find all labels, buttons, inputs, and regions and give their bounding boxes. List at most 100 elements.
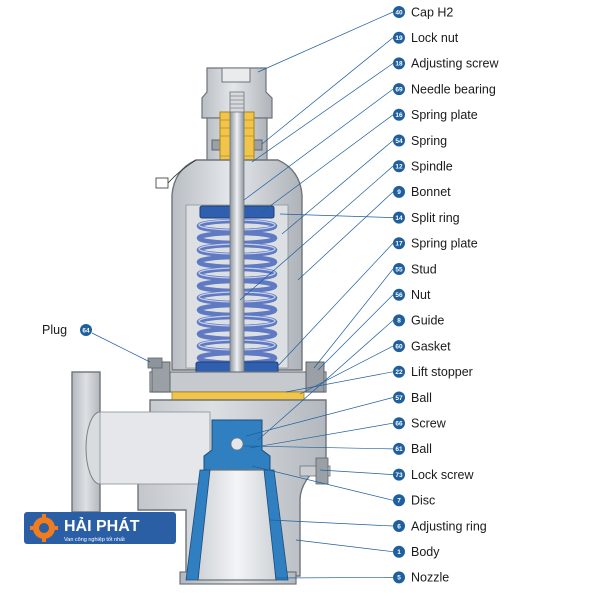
leader-line <box>257 11 394 73</box>
part-number: 57 <box>395 395 403 402</box>
leader-line <box>245 397 394 437</box>
part-item: 5 Nozzle <box>393 571 449 585</box>
part-badge <box>393 391 405 404</box>
leader-line <box>297 191 394 281</box>
part-label: Stud <box>411 262 437 276</box>
part-number: 66 <box>395 421 403 428</box>
part-badge <box>393 365 405 378</box>
gear-icon <box>30 514 58 542</box>
seal-tag <box>155 177 169 189</box>
part-badge <box>393 571 405 584</box>
leader-line <box>313 268 394 369</box>
lock-screw-nut <box>315 457 329 485</box>
leader-line <box>251 465 394 501</box>
part-label: Lift stopper <box>411 365 473 379</box>
part-badge <box>393 160 405 173</box>
part-badge <box>393 520 405 532</box>
part-number: 16 <box>395 112 403 119</box>
logo-tagline: Van công nghiệp tốt nhất <box>64 537 125 543</box>
part-number: 73 <box>395 472 403 479</box>
nozzle <box>197 469 277 581</box>
part-badge <box>393 83 405 96</box>
logo-brand: HẢI PHÁT <box>64 516 140 535</box>
part-number: 5 <box>397 575 401 582</box>
plug <box>147 357 163 369</box>
part-label: Nozzle <box>411 571 449 585</box>
part-item: 18 Adjusting screw <box>393 57 500 71</box>
logo-background <box>24 512 176 544</box>
leader-line <box>257 320 394 441</box>
part-number: 9 <box>397 189 401 196</box>
part-item: 55 Stud <box>393 262 437 276</box>
part-label: Lock nut <box>411 31 459 45</box>
plug-badge <box>80 324 92 336</box>
stud-right <box>305 361 325 393</box>
part-item: 66 Screw <box>393 417 447 431</box>
ball <box>230 437 244 451</box>
leader-line <box>317 294 394 371</box>
bonnet-flange <box>149 371 327 393</box>
leader-line <box>285 371 394 393</box>
adjusting-ring <box>185 469 211 581</box>
leader-line <box>239 165 394 301</box>
part-badge <box>393 417 405 430</box>
part-number: 18 <box>395 61 403 68</box>
part-number: 8 <box>397 318 401 325</box>
inlet-passage <box>99 411 211 485</box>
lock-screw <box>299 465 331 477</box>
part-item: 60 Gasket <box>393 339 451 353</box>
part-number: 1 <box>397 549 401 556</box>
leader-line <box>299 345 394 395</box>
part-number: 56 <box>395 292 403 299</box>
part-badge <box>393 134 405 147</box>
leader-line <box>295 539 394 553</box>
part-label: Spring plate <box>411 108 478 122</box>
part-label: Guide <box>411 314 444 328</box>
part-badge <box>393 468 405 481</box>
part-badge <box>393 57 405 70</box>
part-item: 1 Body <box>393 545 440 559</box>
plug-callout: Plug 64 <box>42 323 151 363</box>
part-label: Split ring <box>411 211 460 225</box>
part-number: 69 <box>395 86 403 93</box>
part-label: Adjusting screw <box>411 57 500 71</box>
part-badge <box>393 211 405 224</box>
part-number: 22 <box>395 369 403 376</box>
part-number: 55 <box>395 266 403 273</box>
part-item: 16 Spring plate <box>393 108 478 122</box>
part-label: Gasket <box>411 339 451 353</box>
part-label: Body <box>411 545 440 559</box>
part-number: 61 <box>395 446 403 453</box>
part-number: 19 <box>395 35 403 42</box>
leader-line <box>243 445 394 450</box>
leader-line <box>279 213 394 218</box>
part-label: Ball <box>411 442 432 456</box>
part-number: 60 <box>395 343 403 350</box>
part-badge <box>393 545 405 558</box>
leader-line <box>251 63 394 163</box>
part-item: 61 Ball <box>393 442 432 456</box>
part-number: 14 <box>395 215 403 222</box>
part-badge <box>393 31 405 44</box>
part-label: Bonnet <box>411 185 451 199</box>
part-badge <box>393 288 405 301</box>
part-label: Spring plate <box>411 237 478 251</box>
gasket <box>171 391 305 401</box>
leader-lines <box>239 11 394 579</box>
part-label: Screw <box>411 417 447 431</box>
part-badge <box>393 108 405 121</box>
leader-line <box>275 243 394 369</box>
leader-line <box>249 422 394 449</box>
part-label: Cap H2 <box>411 5 453 19</box>
